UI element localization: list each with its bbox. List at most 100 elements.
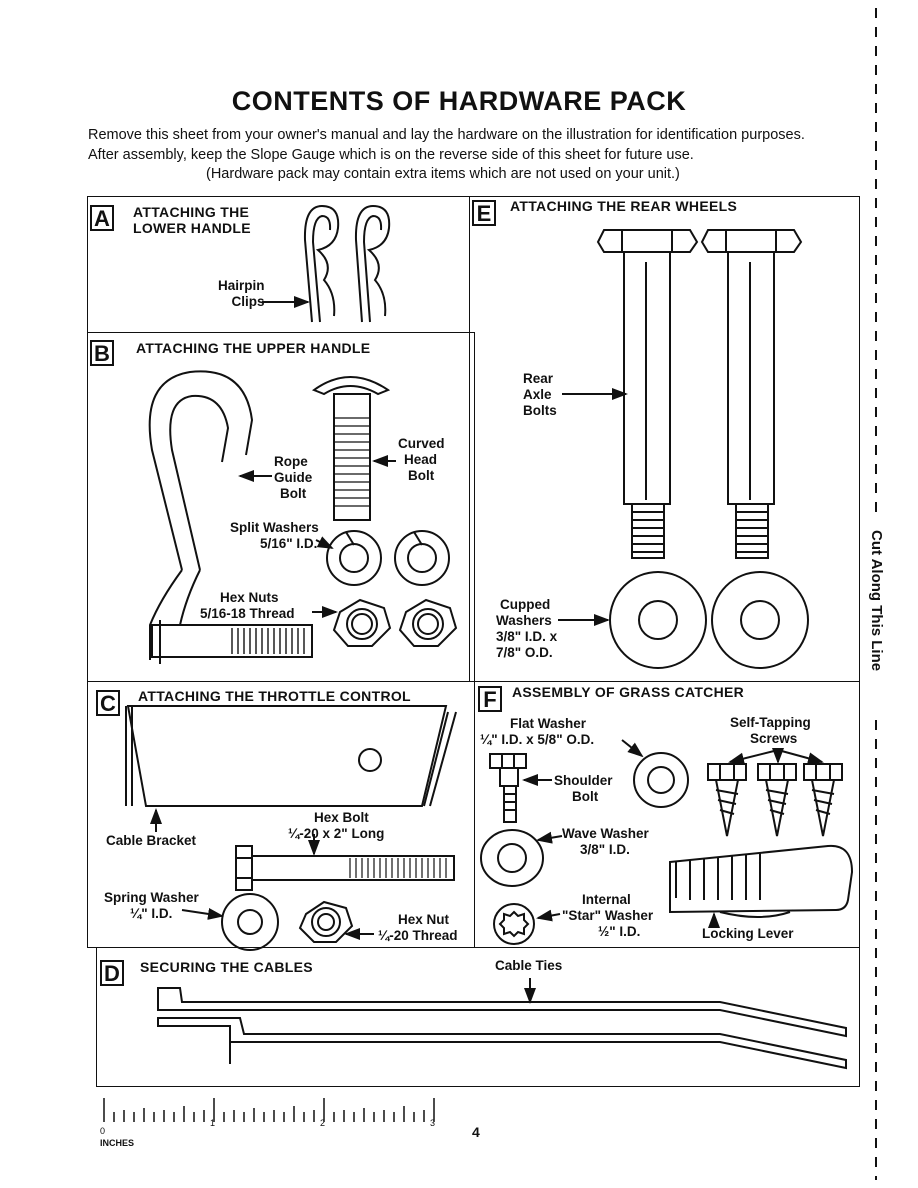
page-title: CONTENTS OF HARDWARE PACK bbox=[231, 86, 687, 116]
hairpin-clip-icon bbox=[303, 204, 340, 323]
section-d-panel bbox=[96, 947, 860, 1087]
flat-label-line1: Flat Washer bbox=[510, 716, 587, 731]
ruler-mark-0: 0 bbox=[100, 1126, 106, 1136]
section-f-letter: F bbox=[478, 686, 502, 712]
rear-axle-bolt-icon bbox=[700, 229, 803, 559]
cable-tie-icon bbox=[157, 1017, 847, 1070]
curved-label-line2: Head bbox=[404, 452, 438, 467]
locking-lever-icon bbox=[669, 844, 854, 918]
rear-axle-bolts-label: Rear Axle Bolts bbox=[523, 371, 557, 419]
self-tapping-screw-icon bbox=[707, 763, 747, 837]
section-a-title: ATTACHING THE LOWER HANDLE bbox=[133, 204, 251, 236]
self-tapping-screws-label: Self-Tapping Screws bbox=[730, 715, 811, 747]
star-label-line1: Internal bbox=[582, 892, 631, 907]
flat-washer-label: Flat Washer ¼" I.D. x 5/8" O.D. bbox=[480, 716, 594, 748]
axle-label-line2: Axle bbox=[523, 387, 552, 402]
hex-nut-label: Hex Nut ¼-20 Thread bbox=[378, 912, 458, 944]
self-tapping-screw-icon bbox=[757, 763, 797, 837]
split-washers-label: Split Washers 5/16" I.D. bbox=[230, 520, 319, 552]
cupped-washer-icon bbox=[711, 571, 809, 669]
section-e-title: ATTACHING THE REAR WHEELS bbox=[510, 198, 738, 214]
hairpin-clips-label: Hairpin Clips bbox=[218, 278, 265, 310]
curved-head-bolt-label: Curved Head Bolt bbox=[398, 436, 445, 484]
rope-guide-bolt-icon bbox=[148, 370, 313, 664]
cupped-label-line3: 3/8" I.D. x bbox=[496, 629, 558, 644]
cable-bracket-icon bbox=[125, 705, 457, 807]
section-c-title: ATTACHING THE THROTTLE CONTROL bbox=[138, 688, 411, 704]
screws-label-line1: Self-Tapping bbox=[730, 715, 811, 730]
wave-washer-icon bbox=[480, 829, 544, 887]
cupped-label-line4: 7/8" O.D. bbox=[496, 645, 553, 660]
flat-washer-icon bbox=[633, 752, 689, 808]
section-f-title: ASSEMBLY OF GRASS CATCHER bbox=[512, 684, 745, 700]
shoulder-bolt-icon bbox=[489, 753, 527, 823]
cupped-washer-icon bbox=[609, 571, 707, 669]
intro-line-2: After assembly, keep the Slope Gauge whi… bbox=[88, 147, 694, 163]
ruler-mark-2: 2 bbox=[320, 1118, 326, 1128]
hexnut-label-line1: Hex Nut bbox=[398, 912, 450, 927]
wave-washer-label: Wave Washer 3/8" I.D. bbox=[562, 826, 649, 858]
split-washer-icon bbox=[326, 530, 382, 586]
spring-washer-icon bbox=[221, 893, 279, 951]
screws-label-line2: Screws bbox=[750, 731, 798, 746]
cable-bracket-label: Cable Bracket bbox=[106, 833, 197, 848]
hexbolt-label-line2: ¼-20 x 2" Long bbox=[288, 826, 385, 841]
curved-label-line1: Curved bbox=[398, 436, 445, 451]
rope-label-line2: Guide bbox=[274, 470, 313, 485]
hex-bolt-icon bbox=[235, 845, 455, 891]
hairpin-label-line2: Clips bbox=[231, 294, 265, 309]
spring-label-line2: ¼" I.D. bbox=[130, 906, 173, 921]
section-b-letter: B bbox=[90, 340, 114, 366]
split-washer-icon bbox=[394, 530, 450, 586]
axle-label-line1: Rear bbox=[523, 371, 554, 386]
rope-label-line3: Bolt bbox=[280, 486, 307, 501]
hairpin-clip-icon bbox=[354, 204, 391, 323]
section-c-letter: C bbox=[96, 690, 120, 716]
split-label-line2: 5/16" I.D. bbox=[260, 536, 318, 551]
cut-line-label: Cut Along This Line bbox=[868, 530, 885, 672]
flat-label-line2: ¼" I.D. x 5/8" O.D. bbox=[480, 732, 595, 747]
nuts-label-line2: 5/16-18 Thread bbox=[200, 606, 295, 621]
section-a-title-line1: ATTACHING THE bbox=[133, 204, 250, 220]
cupped-washers-label: Cupped Washers 3/8" I.D. x 7/8" O.D. bbox=[496, 597, 557, 661]
locking-lever-label: Locking Lever bbox=[702, 926, 794, 941]
inch-ruler bbox=[103, 1098, 435, 1122]
cupped-label-line2: Washers bbox=[496, 613, 552, 628]
section-d-letter: D bbox=[100, 960, 124, 986]
wave-label-line2: 3/8" I.D. bbox=[580, 842, 630, 857]
rear-axle-bolt-icon bbox=[596, 229, 699, 559]
rope-label-line1: Rope bbox=[274, 454, 308, 469]
star-label-line3: ½" I.D. bbox=[598, 924, 641, 939]
hex-nut-icon bbox=[398, 598, 458, 647]
shoulder-label-line1: Shoulder bbox=[554, 773, 613, 788]
hexnut-label-line2: ¼-20 Thread bbox=[378, 928, 458, 943]
hairpin-label-line1: Hairpin bbox=[218, 278, 265, 293]
section-b-title: ATTACHING THE UPPER HANDLE bbox=[136, 340, 371, 356]
ruler-mark-3: 3 bbox=[430, 1118, 436, 1128]
section-a-letter: A bbox=[90, 205, 114, 231]
star-washer-icon bbox=[493, 903, 535, 945]
hex-nut-icon bbox=[332, 598, 392, 647]
ruler-unit-label: INCHES bbox=[100, 1138, 135, 1148]
page-number: 4 bbox=[472, 1124, 480, 1140]
rope-guide-bolt-label: Rope Guide Bolt bbox=[274, 454, 312, 502]
wave-label-line1: Wave Washer bbox=[562, 826, 649, 841]
spring-label-line1: Spring Washer bbox=[104, 890, 199, 905]
spring-washer-label: Spring Washer ¼" I.D. bbox=[104, 890, 199, 922]
section-a-title-line2: LOWER HANDLE bbox=[133, 220, 251, 236]
nuts-label-line1: Hex Nuts bbox=[220, 590, 279, 605]
hexbolt-label-line1: Hex Bolt bbox=[314, 810, 369, 825]
hex-nuts-label: Hex Nuts 5/16-18 Thread bbox=[200, 590, 295, 622]
intro-line-3: (Hardware pack may contain extra items w… bbox=[206, 166, 680, 182]
split-label-line1: Split Washers bbox=[230, 520, 319, 535]
shoulder-label-line2: Bolt bbox=[572, 789, 599, 804]
axle-label-line3: Bolts bbox=[523, 403, 557, 418]
cable-ties-label: Cable Ties bbox=[495, 958, 563, 973]
section-d-title: SECURING THE CABLES bbox=[140, 959, 313, 975]
shoulder-bolt-label: Shoulder Bolt bbox=[554, 773, 613, 805]
star-washer-label: Internal "Star" Washer ½" I.D. bbox=[562, 892, 653, 940]
curved-head-bolt-icon bbox=[311, 376, 391, 521]
curved-label-line3: Bolt bbox=[408, 468, 435, 483]
